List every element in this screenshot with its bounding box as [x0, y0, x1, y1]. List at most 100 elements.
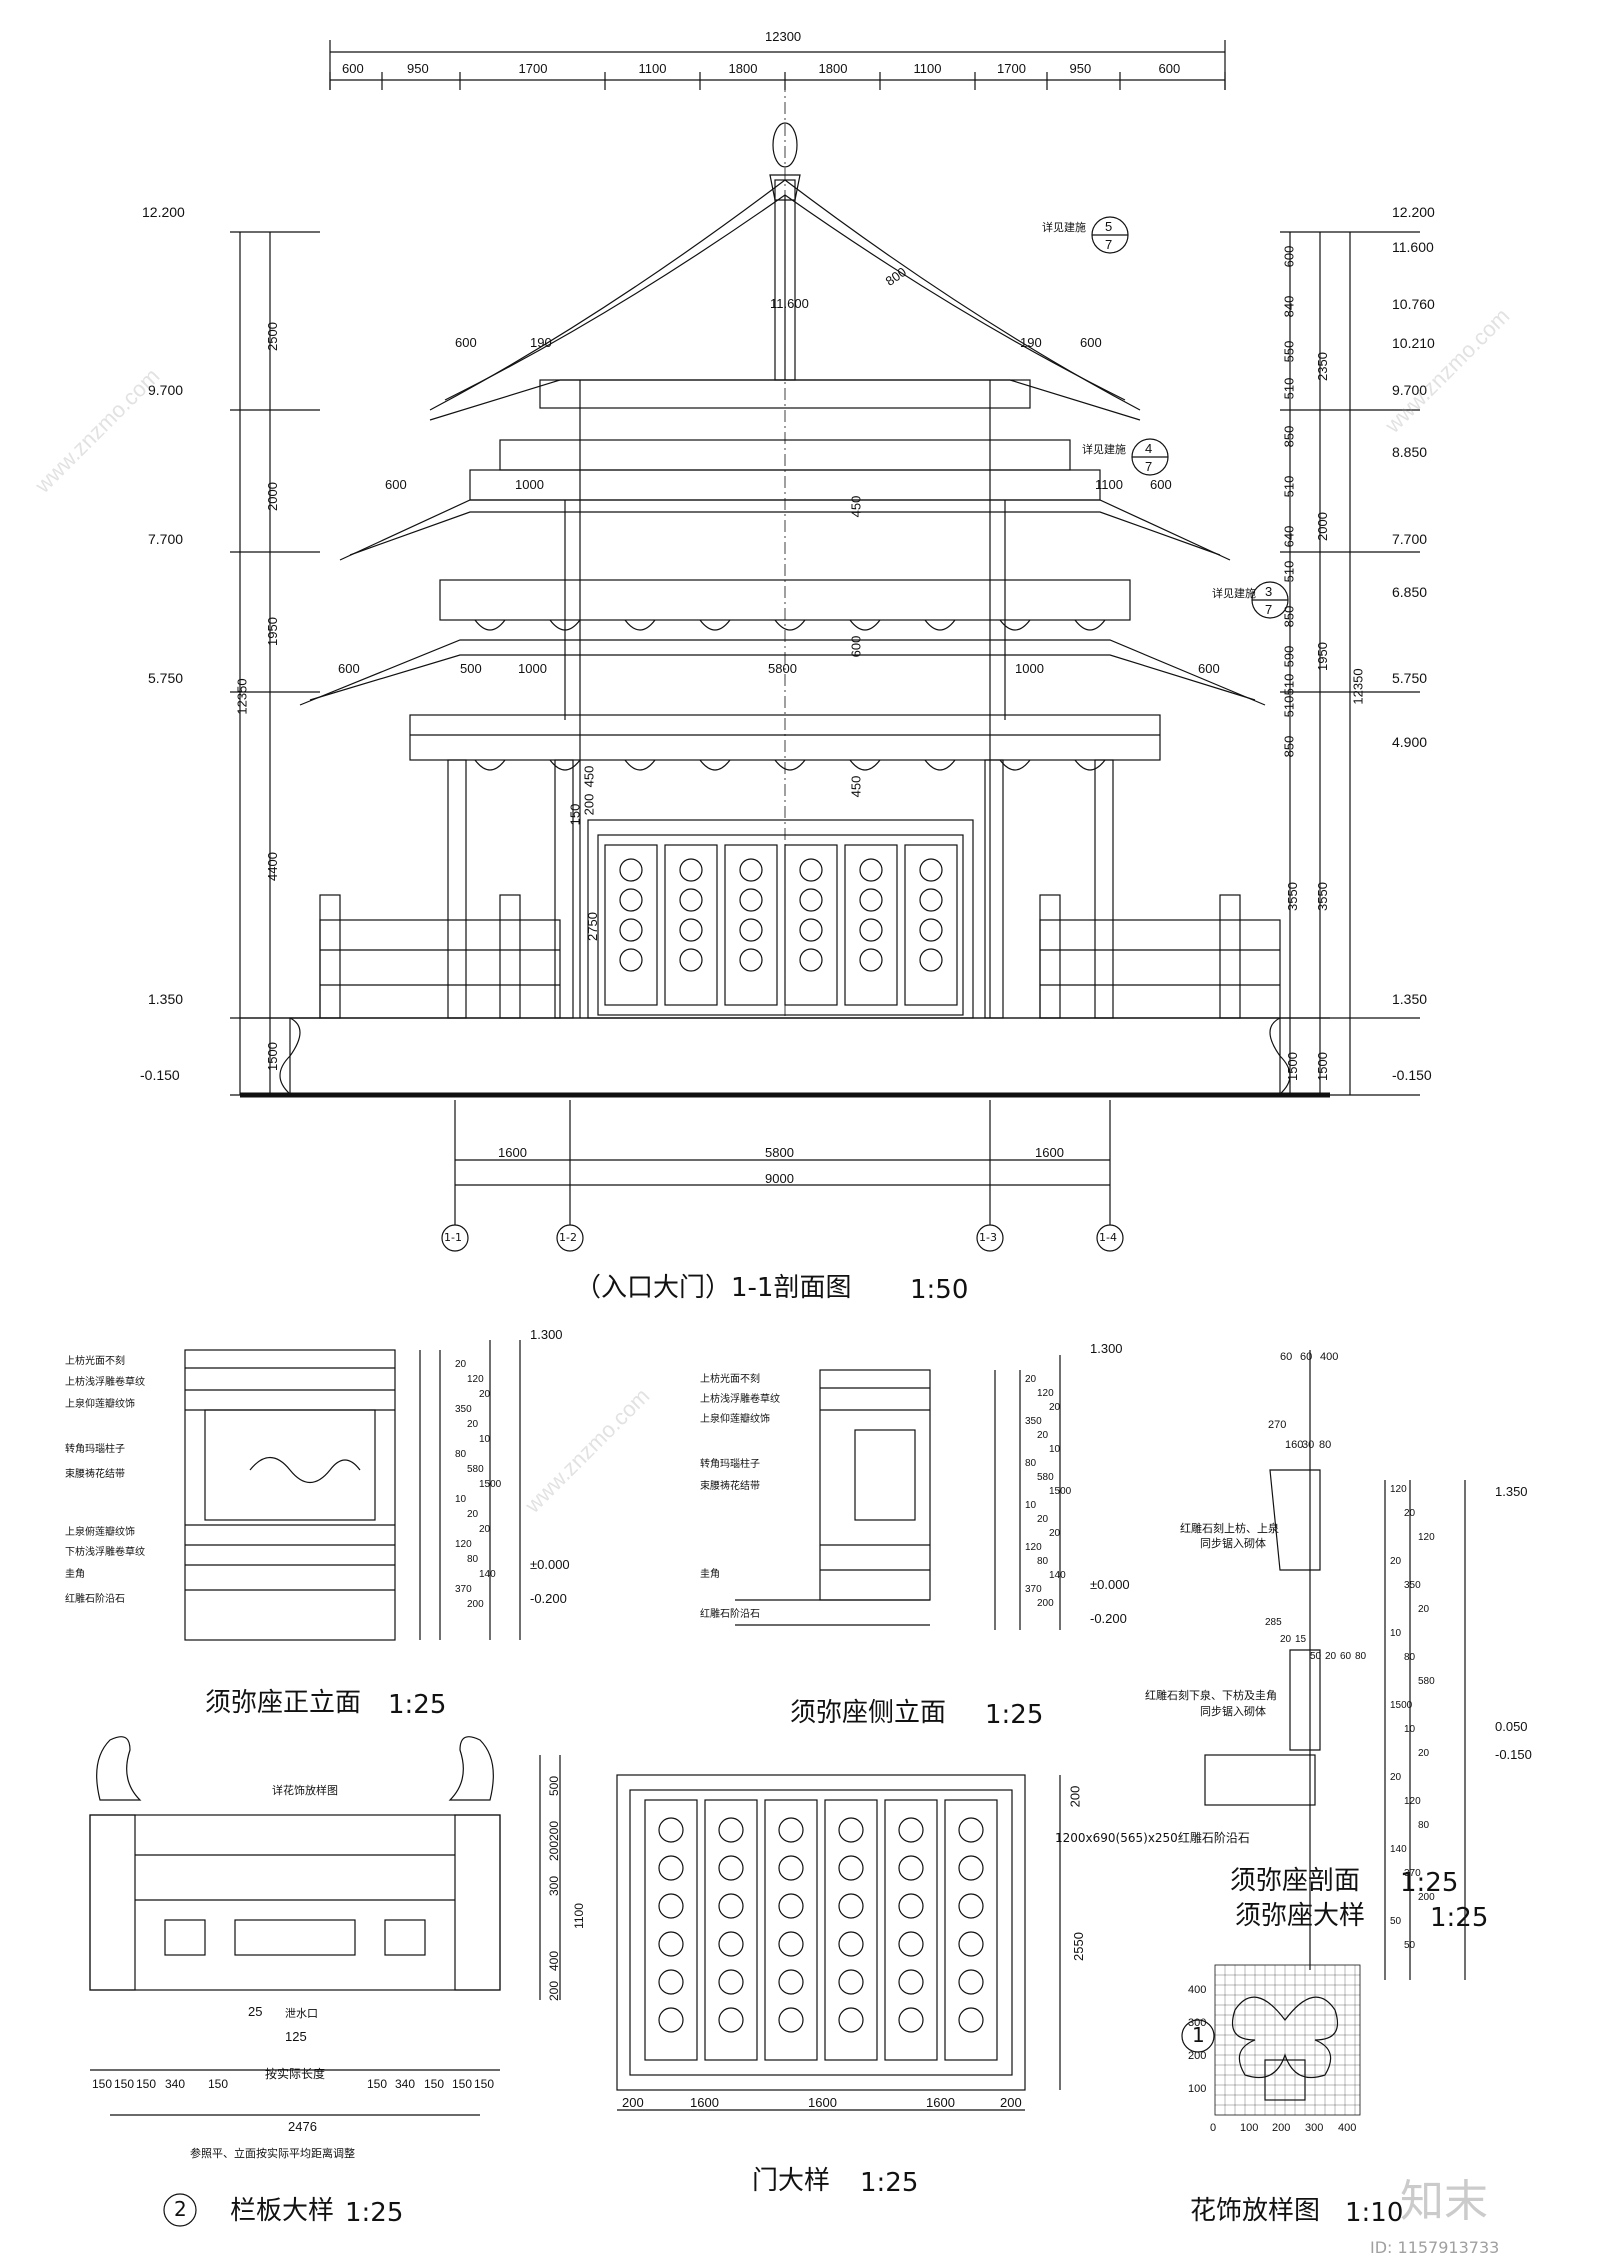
sumeru-side-dim-2: 120 — [1037, 1388, 1054, 1399]
sumeru-sec-right-dim-18: 200 — [1418, 1892, 1435, 1903]
sumeru-front-dim-4: 350 — [455, 1404, 472, 1415]
sumeru-side-label-6: 圭角 — [700, 1569, 720, 1580]
lower-span-left-dim: 1000 — [518, 661, 547, 676]
door-beam-dim-2: 200 — [581, 793, 597, 816]
sumeru-sec-right-dim-6: 20 — [1418, 1604, 1430, 1615]
lower-overhang-left-dim: 600 — [338, 661, 360, 676]
rail-small-dim-1: 25 — [248, 2004, 263, 2019]
upper-col-left-dim: 190 — [530, 335, 552, 350]
door-right-dim-1: 200 — [1067, 1785, 1083, 1808]
sumeru-sec-right-dim-1: 120 — [1390, 1484, 1407, 1495]
sumeru-front-label-3: 上泉仰莲瓣纹饰 — [65, 1399, 135, 1410]
sumeru-sec-level-top: 1.350 — [1495, 1484, 1528, 1499]
sumeru-front-label-1: 上枋光面不刻 — [65, 1356, 125, 1367]
sumeru-front-dim-13: 120 — [455, 1539, 472, 1550]
flower-x-tick-4: 300 — [1305, 2122, 1324, 2134]
right-dim-a-3: 550 — [1281, 340, 1297, 363]
sumeru-front-dim-14: 80 — [467, 1554, 479, 1565]
door-bottom-dim-1: 200 — [622, 2095, 644, 2110]
sumeru-sec-right-dim-12: 20 — [1418, 1748, 1430, 1759]
sumeru-section-title: 须弥座剖面 — [1230, 1866, 1361, 1896]
right-dim-a-14: 3550 — [1284, 882, 1300, 911]
sumeru-sec-mid-dim-1: 270 — [1268, 1419, 1287, 1431]
sumeru-sec-right-dim-14: 120 — [1404, 1796, 1421, 1807]
rail-detail — [89, 1736, 561, 2116]
right-dim-b-6: 12350 — [1350, 668, 1366, 705]
flower-y-tick-1: 400 — [1188, 1984, 1207, 1996]
sumeru-side-elevation — [735, 1355, 1061, 1630]
ref-circle-3-top: 3 — [1265, 584, 1273, 599]
level-left-1: 12.200 — [142, 204, 185, 220]
ridge-level-label: 11.600 — [770, 296, 809, 311]
flower-grid — [1214, 1964, 1361, 2116]
level-right-11: 1.350 — [1392, 991, 1428, 1007]
left-dim-3: 1950 — [264, 617, 280, 646]
right-dim-b-4: 3550 — [1314, 882, 1330, 911]
sumeru-front-dim-1: 20 — [455, 1359, 467, 1370]
flower-x-tick-5: 400 — [1338, 2122, 1357, 2134]
ref-circle-1-top: 5 — [1105, 219, 1113, 234]
ref-circle-2-bottom: 7 — [1145, 459, 1153, 474]
flower-detail-title: 花饰放样图 — [1190, 2196, 1321, 2226]
left-dim-6: 1500 — [264, 1042, 280, 1071]
sumeru-front-dim-7: 80 — [455, 1449, 467, 1460]
sumeru-sec-level-bottom: -0.150 — [1495, 1747, 1532, 1762]
top-dim-8: 1700 — [997, 61, 1026, 76]
balustrade-right — [1039, 894, 1281, 1019]
rail-bottom-dim-1: 150 — [92, 2077, 113, 2091]
sumeru-sec-low-dim-4: 50 — [1310, 1651, 1322, 1662]
level-left-6: -0.150 — [140, 1067, 180, 1083]
rail-detail-number: 2 — [174, 2197, 187, 2221]
right-dim-b-2: 2000 — [1314, 512, 1330, 541]
sumeru-side-dim-1: 20 — [1025, 1374, 1037, 1385]
flower-y-tick-3: 200 — [1188, 2050, 1207, 2062]
left-dim-1: 2500 — [264, 322, 280, 351]
right-dim-a-10: 590 — [1281, 645, 1297, 668]
level-right-1: 12.200 — [1392, 204, 1435, 220]
sumeru-sec-right-dim-13: 20 — [1390, 1772, 1402, 1783]
sumeru-detail-number: 1 — [1192, 2023, 1205, 2047]
door-bottom-dim-2: 1600 — [690, 2095, 719, 2110]
axis-1-2: 1-2 — [559, 1231, 577, 1244]
flower-x-tick-3: 200 — [1272, 2122, 1291, 2134]
upper-eave-left-dim: 600 — [455, 335, 477, 350]
rail-vert-dim-3: 200 — [547, 1840, 562, 1862]
sumeru-side-level-zero: ±0.000 — [1090, 1577, 1130, 1592]
door-bottom-dim-4: 1600 — [926, 2095, 955, 2110]
left-dim-4: 12350 — [234, 678, 250, 715]
door-beam-dim-3: 150 — [567, 803, 583, 826]
rail-bottom-dim-7: 340 — [395, 2077, 416, 2091]
rail-total-dim: 2476 — [288, 2119, 317, 2134]
sumeru-detail-scale: 1:25 — [1430, 1903, 1489, 1933]
sumeru-side-dim-16: 370 — [1025, 1584, 1042, 1595]
left-dim-5: 4400 — [264, 852, 280, 881]
right-dim-a-7: 640 — [1281, 525, 1297, 548]
sumeru-front-dim-6: 10 — [479, 1434, 491, 1445]
mid-beam-dim: 450 — [848, 495, 864, 518]
right-dim-b-3: 1950 — [1314, 642, 1330, 671]
right-dim-a-11: 510 — [1281, 673, 1297, 696]
right-dim-a-9: 850 — [1281, 605, 1297, 628]
mid-eave-left-overhang: 600 — [385, 477, 407, 492]
door-beam-dim-1: 450 — [581, 765, 597, 788]
sumeru-sec-low-dim-3: 15 — [1295, 1634, 1307, 1645]
sumeru-sec-right-dim-2: 20 — [1404, 1508, 1416, 1519]
sumeru-sec-mid-dim-2: 160 — [1285, 1439, 1304, 1451]
ref-note-2: 详见建施 — [1082, 443, 1126, 456]
axis-1-1: 1-1 — [444, 1231, 462, 1244]
sumeru-front-title: 须弥座正立面 — [205, 1688, 362, 1718]
right-dim-a-1: 600 — [1281, 245, 1297, 268]
level-right-9: 5.750 — [1392, 670, 1428, 686]
sumeru-front-label-4: 转角玛瑙柱子 — [65, 1444, 125, 1455]
right-dim-a-6: 510 — [1281, 475, 1297, 498]
sumeru-section-scale: 1:25 — [1400, 1868, 1459, 1898]
level-right-3: 10.760 — [1392, 296, 1435, 312]
detail-number-circle-2 — [163, 2193, 197, 2227]
sumeru-sec-top-dim-1: 60 — [1280, 1351, 1293, 1363]
ref-circle-2-top: 4 — [1145, 441, 1153, 456]
sumeru-sec-low-dim-5: 20 — [1325, 1651, 1337, 1662]
sumeru-front-dim-9: 1500 — [479, 1479, 502, 1490]
sumeru-side-dim-5: 20 — [1037, 1430, 1049, 1441]
sumeru-front-dim-2: 120 — [467, 1374, 484, 1385]
